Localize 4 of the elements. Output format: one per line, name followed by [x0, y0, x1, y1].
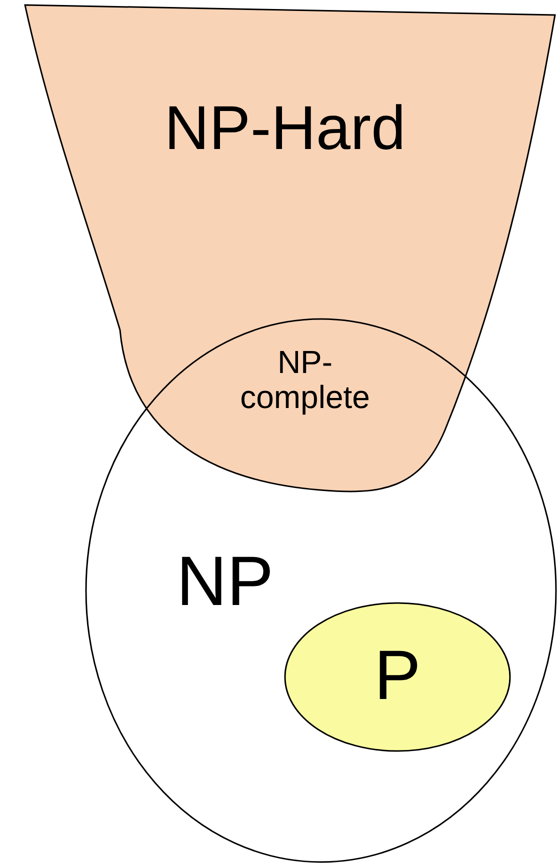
overlap-label: NP-complete — [239, 345, 371, 416]
set-label: NP-Hard — [163, 95, 407, 164]
set-label: P — [373, 637, 422, 714]
set-label: NP — [175, 543, 275, 620]
